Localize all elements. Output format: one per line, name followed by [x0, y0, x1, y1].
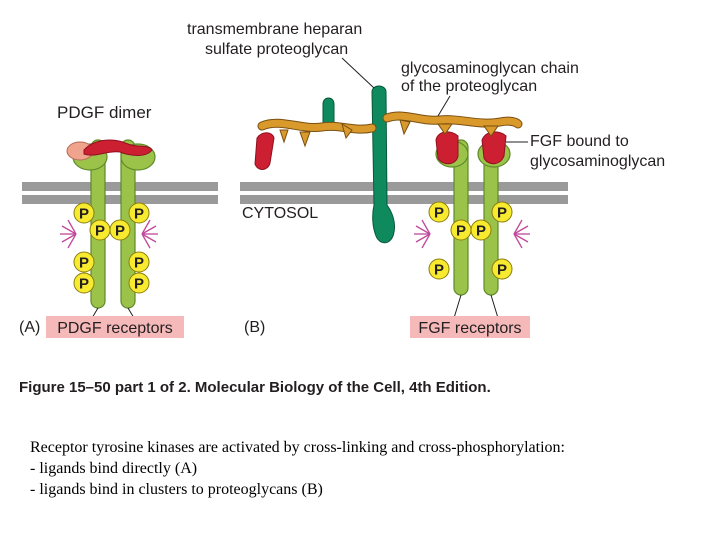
- gag-label-line1: glycosaminoglycan chain: [401, 60, 579, 77]
- caption-line-1: Receptor tyrosine kinases are activated …: [30, 439, 565, 456]
- fgf-receptor-pointer: [453, 294, 462, 319]
- svg-text:P: P: [79, 276, 89, 293]
- svg-text:P: P: [95, 223, 105, 240]
- phospho-circle: P: [128, 251, 150, 273]
- gag-pointer: [437, 95, 451, 117]
- svg-text:P: P: [456, 223, 466, 240]
- phospho-circle: P: [73, 272, 95, 294]
- svg-text:P: P: [476, 223, 486, 240]
- caption-line-2: - ligands bind directly (A): [30, 460, 198, 477]
- gag-label-line2: of the proteoglycan: [401, 78, 537, 95]
- transmembrane-label-line1: transmembrane heparan: [187, 21, 362, 38]
- phospho-circle: P: [470, 219, 492, 241]
- phospho-circle: P: [128, 272, 150, 294]
- panel-b-label: (B): [244, 319, 265, 336]
- phospho-circle: P: [73, 251, 95, 273]
- phospho-circle: P: [73, 202, 95, 224]
- membrane-a: [22, 182, 218, 204]
- phospho-circle: P: [491, 201, 513, 223]
- phospho-circle: P: [128, 202, 150, 224]
- fgf-receptors-label-bg: [410, 316, 530, 338]
- pdgf-receptors-label-bg: [46, 316, 184, 338]
- transmembrane-proteoglycan: [322, 85, 395, 244]
- svg-text:P: P: [497, 262, 507, 279]
- fgf-ligand-free: [254, 132, 275, 170]
- svg-text:P: P: [134, 255, 144, 272]
- figure-caption: Figure 15–50 part 1 of 2. Molecular Biol…: [19, 379, 491, 396]
- phospho-groups-a: P P P P P P P P: [73, 202, 150, 294]
- pdgf-dimer-label: PDGF dimer: [57, 103, 152, 122]
- fgf-receptor-pointer: [490, 294, 499, 319]
- phospho-circle: P: [491, 258, 513, 280]
- fgf-ligand-bound-right: [481, 131, 507, 165]
- phospho-circle: P: [428, 201, 450, 223]
- panel-a-label: (A): [19, 319, 40, 336]
- membrane-b: [240, 182, 568, 204]
- svg-text:P: P: [434, 262, 444, 279]
- gag-chain-right: [382, 111, 523, 137]
- phospho-circle: P: [109, 219, 131, 241]
- svg-text:P: P: [115, 223, 125, 240]
- fgf-bound-label-line2: glycosaminoglycan: [530, 153, 665, 170]
- transmembrane-label-line2: sulfate proteoglycan: [205, 41, 348, 58]
- fgf-ligand-bound-left: [435, 131, 459, 165]
- svg-text:P: P: [134, 276, 144, 293]
- fgf-bound-label-line1: FGF bound to: [530, 133, 629, 150]
- phospho-circle: P: [428, 258, 450, 280]
- cytosol-label: CYTOSOL: [242, 205, 318, 222]
- fgf-receptors-label: FGF receptors: [418, 320, 521, 337]
- svg-text:P: P: [79, 206, 89, 223]
- gag-chain-left: [257, 118, 377, 148]
- phospho-groups-b: P P P P P P: [428, 201, 513, 280]
- pdgf-receptors-label: PDGF receptors: [57, 320, 173, 337]
- svg-text:P: P: [434, 205, 444, 222]
- phospho-circle: P: [89, 219, 111, 241]
- pdgf-dimer: [66, 139, 153, 161]
- svg-text:P: P: [79, 255, 89, 272]
- caption-line-3: - ligands bind in clusters to proteoglyc…: [30, 481, 323, 498]
- svg-text:P: P: [134, 206, 144, 223]
- transmembrane-pointer: [341, 57, 375, 89]
- svg-text:P: P: [497, 205, 507, 222]
- phospho-circle: P: [450, 219, 472, 241]
